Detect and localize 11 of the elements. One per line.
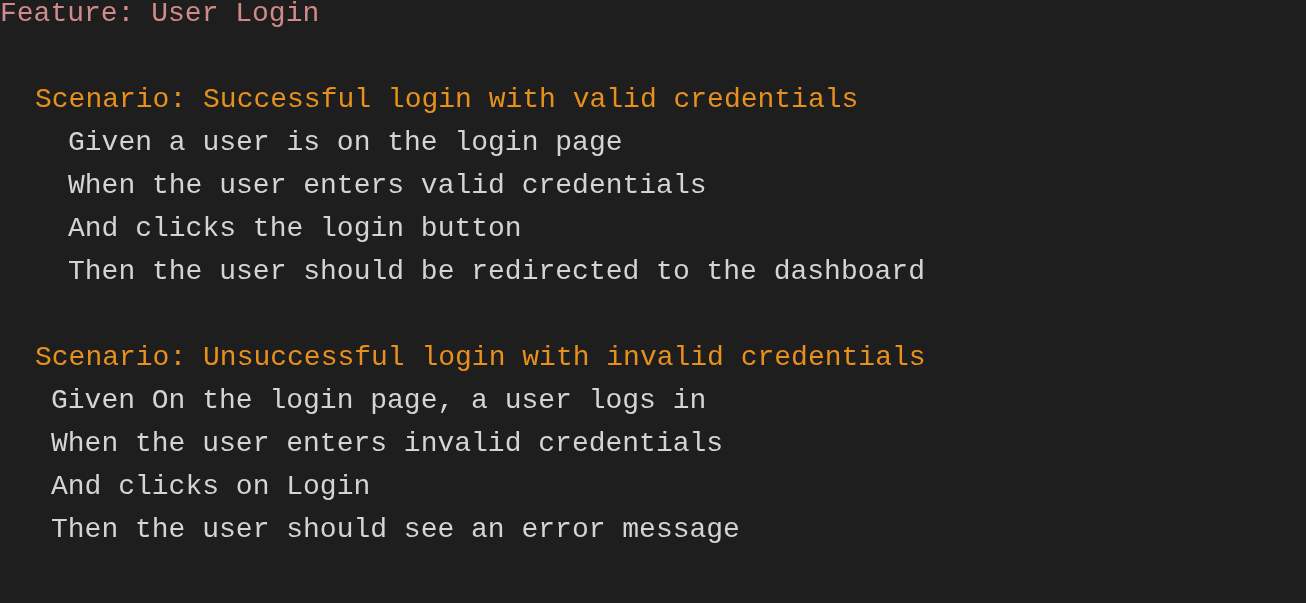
step-line: Given On the login page, a user logs in — [51, 385, 707, 417]
step-line: Given a user is on the login page — [68, 127, 623, 159]
step-line: When the user enters invalid credentials — [51, 428, 724, 460]
feature-heading: Feature: User Login — [0, 0, 320, 30]
scenario-heading: Scenario: Unsuccessful login with invalid credentials — [35, 342, 926, 374]
step-line: And clicks on Login — [51, 471, 371, 503]
step-line: Then the user should be redirected to the dashboard — [68, 256, 925, 288]
step-line: Then the user should see an error message — [51, 514, 740, 546]
step-line: When the user enters valid credentials — [68, 170, 707, 202]
scenario-heading: Scenario: Successful login with valid credentials — [35, 84, 859, 116]
step-line: And clicks the login button — [68, 213, 522, 245]
